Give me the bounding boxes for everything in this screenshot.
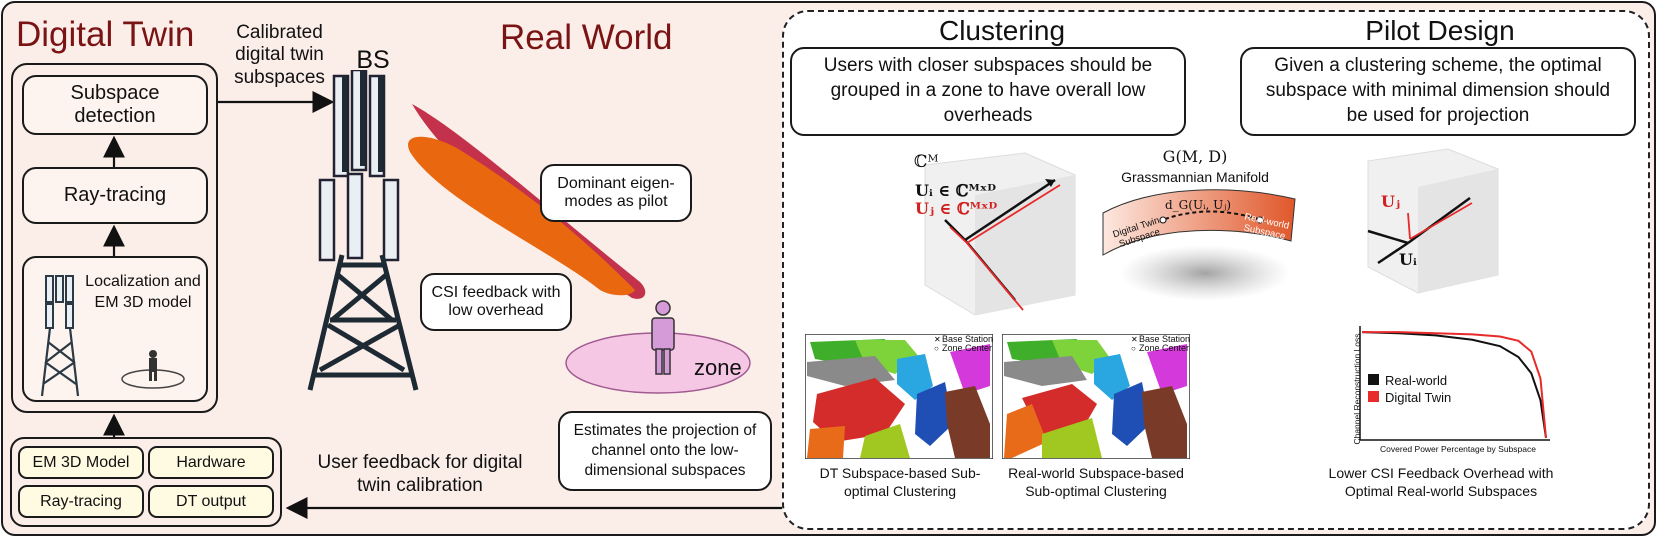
localization-label: Localization and EM 3D model xyxy=(85,273,201,312)
tower-lattice xyxy=(307,254,419,391)
clustering-space-label: ℂᴹ xyxy=(914,152,939,172)
user-feedback-label: User feedback for digital twin calibrati… xyxy=(317,452,523,497)
digital-twin-title: Digital Twin xyxy=(16,15,195,54)
csi-feedback-box: CSI feedback with low overhead xyxy=(420,273,572,331)
hardware-chip: Hardware xyxy=(148,446,274,479)
svg-text:✕: ✕ xyxy=(934,335,941,344)
estimates-box: Estimates the projection of channel onto… xyxy=(558,411,772,491)
real-world-title: Real World xyxy=(500,18,673,57)
dominant-eigen-box: Dominant eigen-modes as pilot xyxy=(540,164,692,222)
pilot-design-title: Pilot Design xyxy=(1365,15,1515,46)
pilot-ui-label: Uᵢ xyxy=(1399,250,1417,269)
svg-text:✕: ✕ xyxy=(1131,335,1138,344)
dt-output-chip: DT output xyxy=(148,485,274,518)
clustering-title: Clustering xyxy=(938,15,1066,46)
left-arrows xyxy=(103,91,782,519)
chart-ylabel: Channel Reconstruction Loss xyxy=(1351,333,1362,445)
manifold-distance-label: d_G(Uᵢ, Uⱼ) xyxy=(1165,198,1232,212)
map2-caption: Real-world Subspace-based Sub-optimal Cl… xyxy=(1008,465,1184,500)
map2-legend-zc: Zone Center xyxy=(1139,343,1190,353)
pilot-uj-label: Uⱼ xyxy=(1381,192,1400,211)
rw-clustering-map: ✕ ○ xyxy=(1002,334,1190,459)
pilot-description-box: Given a clustering scheme, the optimal s… xyxy=(1240,47,1636,136)
mini-tower-icon xyxy=(40,275,80,397)
legend-swatch-digital-twin xyxy=(1368,391,1379,402)
series-line-digital-twin xyxy=(1362,331,1547,439)
reconstruction-loss-chart xyxy=(1359,326,1550,441)
subspace-detection-box: Subspace detection xyxy=(22,75,208,135)
dt-input-box xyxy=(10,437,282,527)
ray-tracing-box: Ray-tracing xyxy=(22,167,208,224)
manifold-formula: G(M, D) xyxy=(1162,147,1228,166)
legend-label-digital-twin: Digital Twin xyxy=(1385,390,1452,405)
ray-tracing-chip: Ray-tracing xyxy=(18,485,144,518)
base-station-scene xyxy=(307,70,751,394)
legend-swatch-real-world xyxy=(1368,374,1379,385)
dt-clustering-map: ✕ ○ xyxy=(805,334,993,459)
map1-legend-zc: Zone Center xyxy=(942,343,993,353)
user-person-icon xyxy=(651,300,675,375)
map2-legend-bs: Base Station xyxy=(1139,334,1191,344)
manifold-title: Grassmannian Manifold xyxy=(1121,169,1269,185)
clustering-description-box: Users with closer subspaces should be gr… xyxy=(790,47,1186,136)
svg-text:○: ○ xyxy=(1131,344,1136,353)
series-line-real-world xyxy=(1361,331,1547,439)
antenna-panels xyxy=(318,70,400,262)
zone-label: zone xyxy=(694,355,742,380)
em-3d-model-chip: EM 3D Model xyxy=(18,446,144,479)
orange-beam xyxy=(408,136,635,296)
clustering-subspace-cube xyxy=(924,152,1076,316)
mini-user-icon xyxy=(121,350,185,389)
pilot-subspace-cube xyxy=(1367,148,1499,294)
grassmannian-manifold xyxy=(1102,189,1296,301)
svg-text:○: ○ xyxy=(934,344,939,353)
pilot-chart-caption: Lower CSI Feedback Overhead with Optimal… xyxy=(1328,465,1554,500)
map1-caption: DT Subspace-based Sub-optimal Clustering xyxy=(819,465,981,500)
chart-xlabel: Covered Power Percentage by Subspace xyxy=(1380,444,1536,454)
clustering-uj-label: Uⱼ ∈ ℂᴹˣᴰ xyxy=(915,199,998,218)
clustering-ui-label: Uᵢ ∈ ℂᴹˣᴰ xyxy=(915,181,996,200)
digital-twin-box xyxy=(11,63,218,413)
calibrated-arrow-label: Calibrated digital twin subspaces xyxy=(234,22,325,88)
legend-label-real-world: Real-world xyxy=(1385,373,1448,388)
map1-legend-bs: Base Station xyxy=(942,334,994,344)
